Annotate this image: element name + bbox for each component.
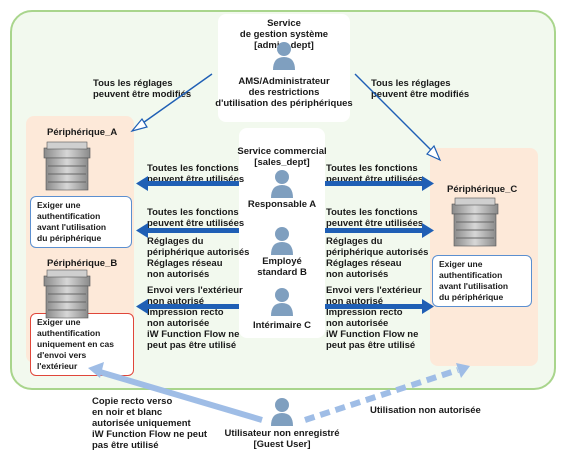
guest-to-device-c-arrow	[304, 363, 470, 423]
arrow-interimaire-right	[325, 299, 434, 314]
guest-to-device-b-arrow	[88, 362, 263, 423]
user-employe-label: Employé standard B	[257, 256, 307, 278]
arrow-employe-left	[136, 223, 239, 238]
device-b-name: Périphérique_B	[47, 258, 118, 269]
all-settings-left-label: Tous les réglages peuvent être modifiés	[93, 78, 192, 100]
device-a-name: Périphérique_A	[47, 127, 118, 138]
device-c-auth-note: Exiger une authentification avant l'util…	[432, 255, 532, 307]
arrow-employe-right	[325, 223, 434, 238]
arrow-responsable-left	[136, 176, 239, 191]
perm-employe-left-settings: Réglages du périphérique autorisés Régla…	[147, 236, 250, 280]
guest-left-permissions: Copie recto verso en noir et blanc autor…	[92, 396, 208, 451]
user-guest-label: Utilisateur non enregistré [Guest User]	[224, 428, 340, 450]
device-b-auth-note: Exiger une authentification uniquement e…	[30, 313, 134, 376]
all-settings-right-label: Tous les réglages peuvent être modifiés	[371, 78, 470, 100]
arrow-interimaire-left	[136, 299, 239, 314]
device-a-auth-note: Exiger une authentification avant l'util…	[30, 196, 132, 248]
perm-responsable-right: Toutes les fonctions peuvent être utilis…	[326, 163, 424, 185]
admin-role-label: AMS/Administrateur des restrictions d'ut…	[215, 76, 353, 109]
perm-interimaire-left: Envoi vers l'extérieur non autorisé Impr…	[147, 285, 243, 351]
person-icon-guest	[271, 398, 293, 426]
arrow-responsable-right	[325, 176, 434, 191]
sales-service-title: Service commercial [sales_dept]	[237, 146, 327, 168]
user-interimaire-label: Intérimaire C	[252, 320, 312, 331]
user-responsable-label: Responsable A	[247, 199, 317, 210]
person-icon-employe	[271, 227, 293, 255]
person-icon-admin	[273, 42, 295, 70]
person-icon-responsable	[271, 170, 293, 198]
perm-interimaire-right: Envoi vers l'extérieur non autorisé Impr…	[326, 285, 422, 351]
guest-right-permissions: Utilisation non autorisée	[370, 405, 481, 416]
device-c-name: Périphérique_C	[447, 184, 518, 195]
printer-icon-a	[43, 141, 91, 191]
printer-icon-c	[451, 197, 499, 247]
perm-employe-right: Toutes les fonctions peuvent être utilis…	[326, 207, 424, 229]
perm-employe-right-settings: Réglages du périphérique autorisés Régla…	[326, 236, 429, 280]
person-icon-interimaire	[271, 288, 293, 316]
printer-icon-b	[43, 269, 91, 319]
admin-to-device-a-arrow	[130, 73, 213, 133]
perm-employe-left: Toutes les fonctions peuvent être utilis…	[147, 207, 245, 229]
perm-responsable-left: Toutes les fonctions peuvent être utilis…	[147, 163, 245, 185]
admin-to-device-c-arrow	[354, 73, 442, 162]
